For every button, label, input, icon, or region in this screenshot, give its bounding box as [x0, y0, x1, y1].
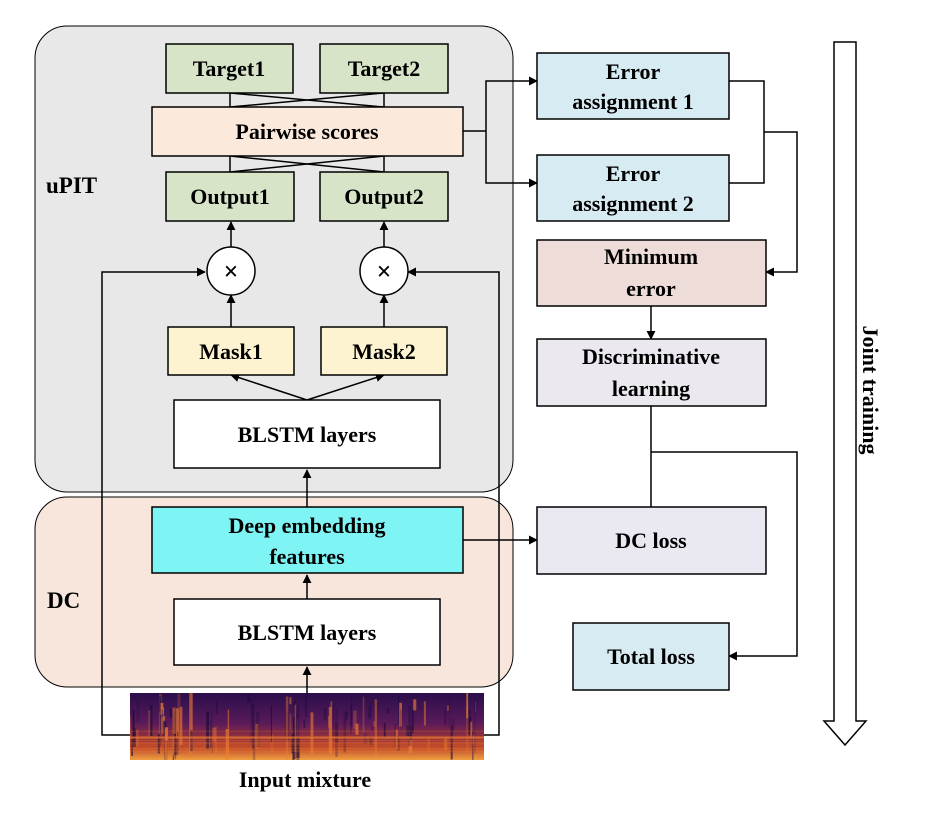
dc-region-label: DC — [47, 588, 80, 613]
error-assignment-1-line1: Error — [606, 59, 661, 84]
minimum-error-line2: error — [626, 276, 676, 301]
dc-loss-box — [536, 506, 767, 575]
discriminative-learning-line1: Discriminative — [582, 344, 720, 369]
output2-label: Output2 — [344, 184, 423, 209]
dc-loss-label: DC loss — [615, 528, 687, 553]
blstm-upper-box — [173, 399, 441, 469]
error-assignment-1-box — [536, 52, 730, 120]
target1-label: Target1 — [193, 56, 266, 81]
mask2-box — [320, 326, 448, 376]
input-spectrogram — [130, 693, 484, 760]
total-loss-label: Total loss — [607, 644, 695, 669]
target2-box — [319, 43, 449, 94]
error-assignment-2-box — [536, 154, 730, 222]
joint-training-label: Joint training — [858, 326, 883, 455]
output1-box — [165, 171, 295, 222]
multiply-node-1 — [206, 246, 256, 296]
target1-box — [165, 43, 294, 94]
blstm-lower-label: BLSTM layers — [238, 620, 377, 645]
deep-embedding-label-line2: features — [269, 544, 345, 569]
multiply-symbol-1: × — [224, 257, 239, 286]
multiply-node-2 — [359, 246, 409, 296]
total-loss-box — [572, 622, 730, 691]
output2-box — [319, 171, 449, 222]
input-mixture-label: Input mixture — [239, 767, 371, 792]
blstm-upper-label: BLSTM layers — [238, 422, 377, 447]
discriminative-learning-box — [536, 338, 767, 407]
minimum-error-box — [536, 239, 767, 307]
deep-embedding-box — [151, 506, 464, 574]
blstm-lower-box — [173, 598, 441, 666]
error-assignment-1-line2: assignment 1 — [572, 89, 694, 114]
output1-label: Output1 — [190, 184, 269, 209]
pairwise-scores-box — [151, 106, 464, 157]
connections — [101, 76, 798, 736]
upit-region-label: uPIT — [46, 173, 97, 198]
deep-embedding-label-line1: Deep embedding — [228, 513, 385, 538]
discriminative-learning-line2: learning — [612, 376, 690, 401]
mask2-label: Mask2 — [352, 339, 416, 364]
error-assignment-2-line2: assignment 2 — [572, 191, 694, 216]
pairwise-scores-label: Pairwise scores — [235, 119, 379, 144]
mask1-label: Mask1 — [199, 339, 263, 364]
joint-training-arrow — [822, 41, 868, 747]
multiply-symbol-2: × — [377, 257, 392, 286]
target2-label: Target2 — [348, 56, 421, 81]
error-assignment-2-line1: Error — [606, 161, 661, 186]
mask1-box — [167, 326, 295, 376]
minimum-error-line1: Minimum — [604, 244, 698, 269]
